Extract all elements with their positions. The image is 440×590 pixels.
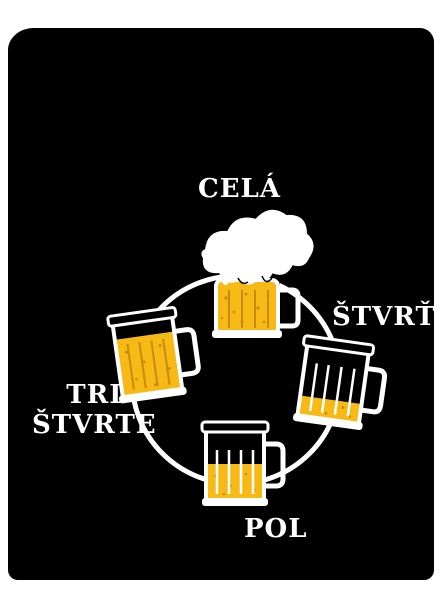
- full-mug: [201, 209, 314, 338]
- poster: CELÁ ŠTVRŤ TRI ŠTVRTE POL: [8, 28, 434, 580]
- label-half: POL: [244, 514, 308, 544]
- three-quarters-mug: [106, 306, 201, 404]
- label-three-quarters-line2: ŠTVRTE: [32, 410, 157, 440]
- label-full: CELÁ: [198, 174, 281, 204]
- quarter-mug: [293, 334, 388, 430]
- label-three-quarters-line1: TRI: [66, 380, 123, 410]
- beer-cycle-illustration: [106, 209, 388, 506]
- label-three-quarters: TRI ŠTVRTE: [32, 380, 157, 440]
- label-quarter: ŠTVRŤ: [332, 302, 434, 332]
- half-mug: [200, 420, 286, 506]
